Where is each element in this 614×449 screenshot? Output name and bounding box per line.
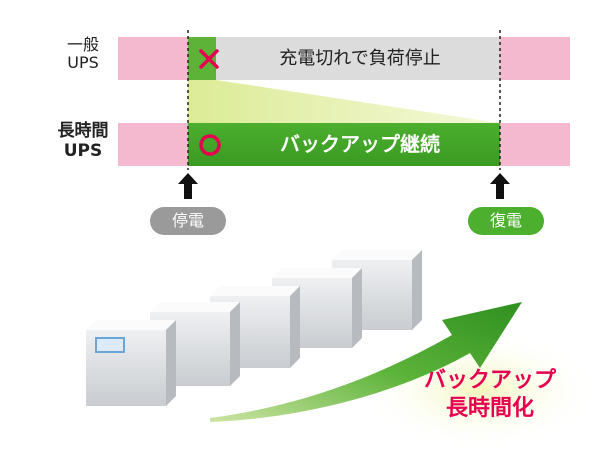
- circle-icon: [199, 134, 221, 156]
- cross-icon: [199, 49, 219, 69]
- ups-box-icon: [86, 320, 176, 406]
- general-status-text: 充電切れで負荷停止: [279, 48, 441, 69]
- result-line2: 長時間化: [445, 395, 534, 421]
- curved-arrow-icon: [210, 302, 522, 422]
- long-ups-label-line2: UPS: [63, 140, 103, 161]
- general-ups-label-line1: 一般: [66, 35, 99, 54]
- result-line1: バックアップ: [423, 368, 556, 393]
- long-backup-bar: [188, 123, 500, 166]
- ups-illustration: [86, 250, 600, 445]
- general-ups-label-line2: UPS: [67, 53, 99, 73]
- general-stopped-bar: [188, 37, 500, 80]
- long-row-post-bar: [500, 123, 570, 166]
- recovery-dashed-line: [499, 30, 501, 170]
- long-status-text: バックアップ継続: [280, 132, 440, 156]
- long-row-pre-bar: [118, 123, 188, 166]
- outage-badge: 停電: [150, 207, 226, 235]
- outage-dashed-line: [187, 30, 189, 170]
- general-ups-label: 一般 UPS: [33, 35, 133, 73]
- long-ups-label-line1: 長時間: [57, 121, 109, 141]
- result-text: バックアップ 長時間化: [400, 367, 580, 422]
- arrow-up-icon: [178, 173, 198, 199]
- arrow-up-icon: [490, 173, 510, 199]
- recovery-badge: 復電: [468, 207, 544, 235]
- long-ups-label: 長時間 UPS: [33, 121, 133, 161]
- general-row-pre-bar: [118, 37, 188, 80]
- extension-wedge: [188, 80, 500, 123]
- general-row-post-bar: [500, 37, 570, 80]
